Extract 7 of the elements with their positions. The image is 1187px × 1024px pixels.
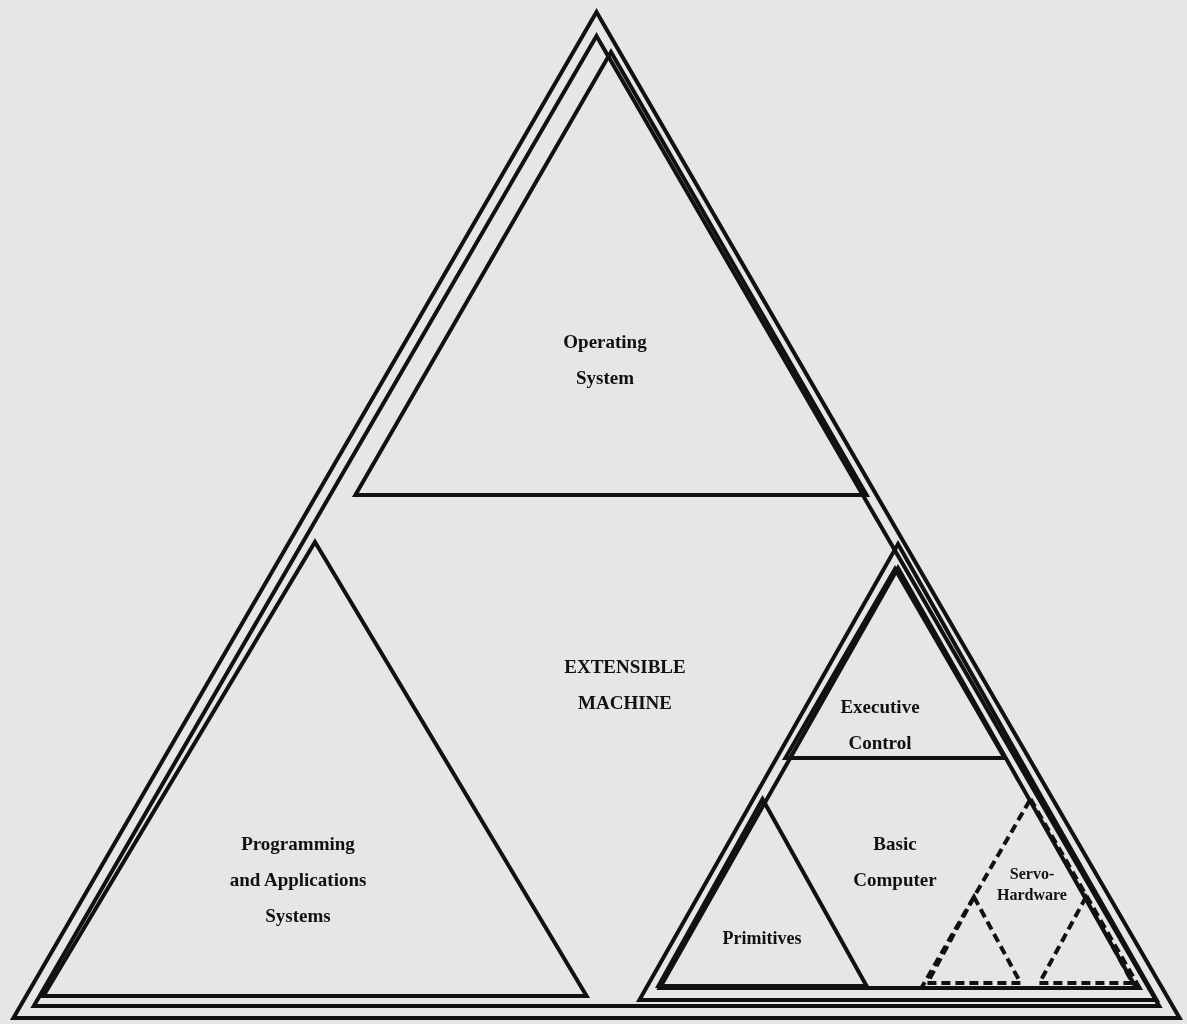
triangle-label: Basic Computer bbox=[852, 831, 938, 892]
triangle-label: Primitives bbox=[721, 926, 803, 950]
triangle-label: Servo-Hardware bbox=[996, 864, 1068, 905]
triangle-label: Executive Control bbox=[839, 694, 921, 755]
triangle-label: Operating System bbox=[562, 329, 648, 390]
triangle-label: Programming and Applications Systems bbox=[228, 831, 368, 929]
triangle-label: EXTENSIBLE MACHINE bbox=[563, 654, 687, 715]
